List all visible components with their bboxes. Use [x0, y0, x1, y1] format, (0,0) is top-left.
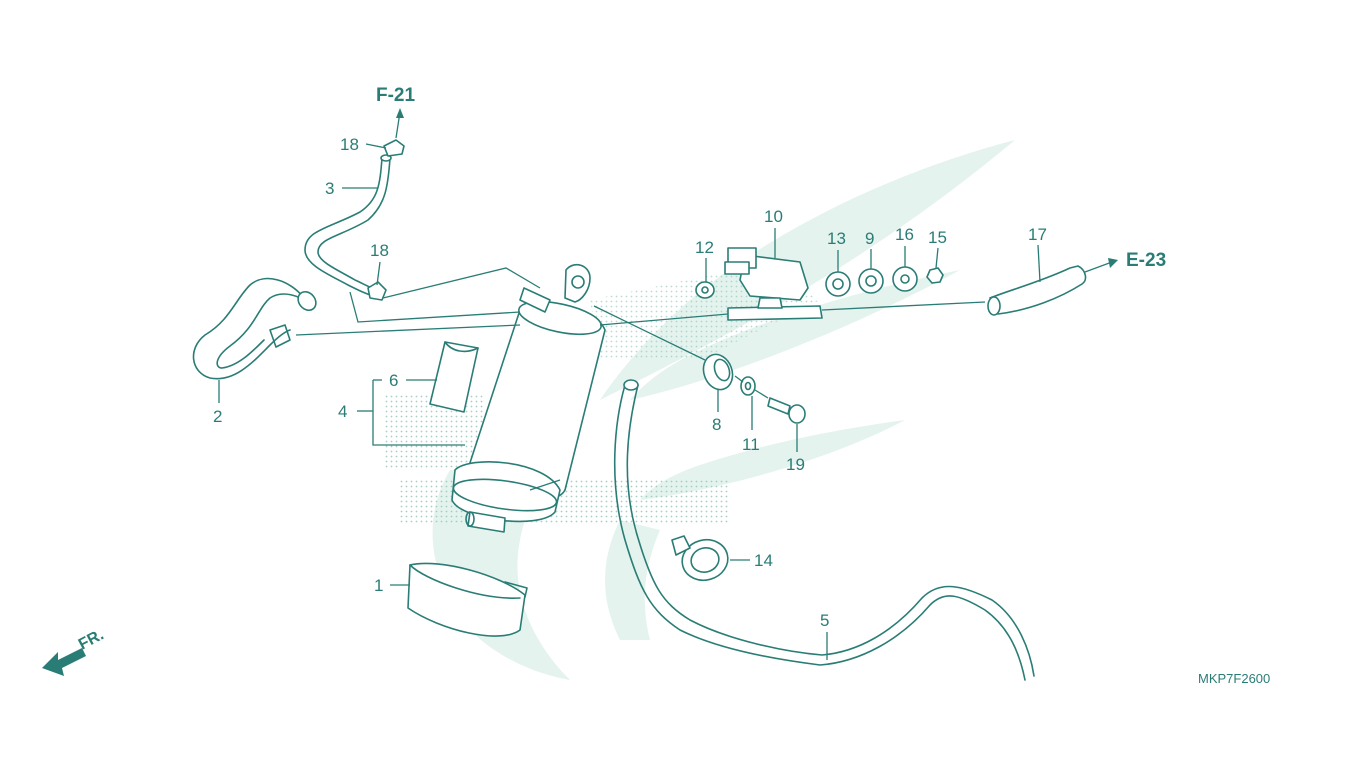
- callout-10: 10: [764, 207, 783, 226]
- callout-18-upper: 18: [340, 135, 359, 154]
- hose-5: [613, 379, 1035, 681]
- ref-label-f21: F-21: [376, 85, 416, 106]
- callout-15: 15: [928, 228, 947, 247]
- callout-14: 14: [754, 551, 773, 570]
- callout-18-lower: 18: [370, 241, 389, 260]
- clip-18-upper: [383, 139, 405, 157]
- leader-lines: [218, 143, 1041, 660]
- arrow-to-f21: [395, 108, 404, 139]
- washer-16: [892, 266, 918, 292]
- nut-12: [695, 281, 715, 299]
- brand-watermark: [385, 140, 1015, 680]
- callout-19: 19: [786, 455, 805, 474]
- callout-17: 17: [1028, 225, 1047, 244]
- washer-11: [740, 376, 756, 396]
- callout-11: 11: [742, 435, 760, 454]
- front-direction-arrow: FR.: [42, 626, 107, 676]
- valve-10: [724, 247, 823, 321]
- diagram-code: MKP7F2600: [1198, 671, 1270, 686]
- washer-13: [825, 271, 851, 297]
- bolt-19: [767, 397, 806, 424]
- clamp-14: [671, 535, 729, 582]
- holder-1: [407, 562, 528, 637]
- callout-16: 16: [895, 225, 914, 244]
- arrow-to-e23: [1084, 258, 1118, 273]
- callout-4: 4: [338, 402, 347, 421]
- hose-2: [192, 277, 317, 380]
- callout-8: 8: [712, 415, 721, 434]
- ref-label-e23: E-23: [1126, 250, 1166, 271]
- callout-13: 13: [827, 229, 846, 248]
- nut-15: [926, 267, 944, 284]
- callout-5: 5: [820, 611, 829, 630]
- canister-4: [451, 263, 606, 533]
- clip-18-lower: [367, 281, 387, 301]
- grommet-8: [702, 353, 734, 391]
- hose-3: [304, 154, 392, 297]
- callout-1: 1: [374, 576, 383, 595]
- band-6: [429, 341, 479, 413]
- connection-lines: [295, 267, 986, 491]
- callout-6: 6: [389, 371, 398, 390]
- hose-17: [987, 265, 1087, 316]
- callout-2: 2: [213, 407, 222, 426]
- callout-3: 3: [325, 179, 334, 198]
- callout-9: 9: [865, 229, 874, 248]
- callout-12: 12: [695, 238, 714, 257]
- washer-9: [858, 268, 884, 294]
